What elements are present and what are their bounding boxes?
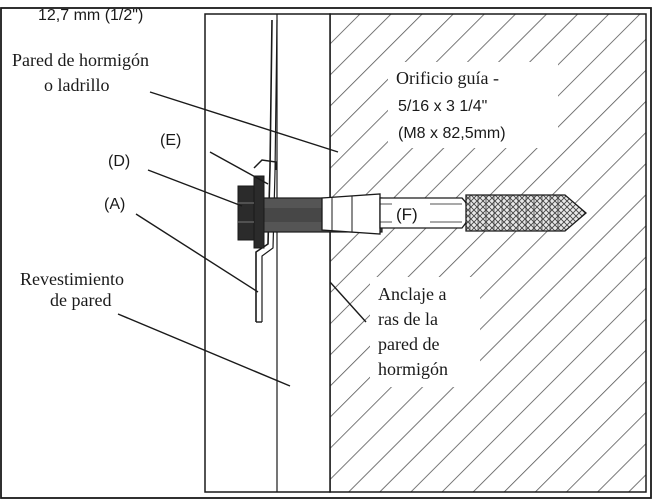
leader-lines <box>117 91 367 387</box>
pilot-hole-label-3: (M8 x 82,5mm) <box>398 125 506 142</box>
dimension-label: 12,7 mm (1/2") <box>38 7 143 24</box>
wall-covering-label: Revestimiento <box>20 269 124 289</box>
label-d: (D) <box>108 153 130 170</box>
leader-d <box>147 169 243 207</box>
anchor-label-3: pared de <box>378 334 439 354</box>
label-a: (A) <box>104 196 125 213</box>
anchor-label-4: hormigón <box>378 359 448 379</box>
pilot-hole-label: Orificio guía - <box>396 68 499 88</box>
washer <box>253 175 265 249</box>
label-f: (F) <box>396 205 418 224</box>
leader-wall-covering <box>117 313 291 387</box>
mounting-bracket-inner <box>261 19 278 322</box>
anchor-label-2: ras de la <box>378 309 438 329</box>
concrete-wall-label: Pared de hormigón <box>12 50 149 70</box>
anchor-sleeve <box>321 193 381 235</box>
mounting-bracket <box>255 19 273 322</box>
wall-covering <box>204 13 331 493</box>
pilot-hole-label-2: 5/16 x 3 1/4" <box>398 98 487 115</box>
concrete-wall-label-2: o ladrillo <box>44 75 110 95</box>
label-e: (E) <box>160 132 181 149</box>
bracket-lip <box>253 159 277 170</box>
leader-a <box>135 213 259 293</box>
anchor-label: Anclaje a <box>378 284 446 304</box>
leader-concrete-wall <box>149 91 339 153</box>
bolt-head <box>237 185 255 241</box>
leader-anchor <box>329 281 367 323</box>
leader-e <box>209 151 269 185</box>
wall-covering-label-2: de pared <box>50 290 111 310</box>
